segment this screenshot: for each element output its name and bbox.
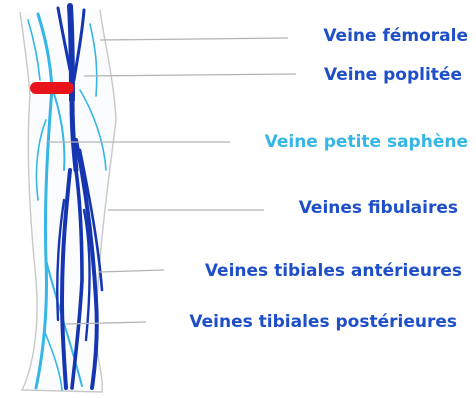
label-anterior-tibial-veins: Veines tibiales antérieures bbox=[205, 261, 462, 281]
leader-line-popliteal bbox=[84, 74, 296, 76]
label-femoral-vein: Veine fémorale bbox=[323, 26, 468, 46]
label-fibular-veins: Veines fibulaires bbox=[299, 198, 458, 218]
leader-line-femoral bbox=[100, 38, 288, 40]
red-marker-icon bbox=[30, 82, 74, 94]
label-posterior-tibial-veins: Veines tibiales postérieures bbox=[189, 312, 457, 332]
label-popliteal-vein: Veine poplitée bbox=[324, 65, 462, 85]
label-small-saphenous-vein: Veine petite saphène bbox=[265, 132, 468, 152]
leader-line-anterior-tibial bbox=[98, 270, 164, 272]
